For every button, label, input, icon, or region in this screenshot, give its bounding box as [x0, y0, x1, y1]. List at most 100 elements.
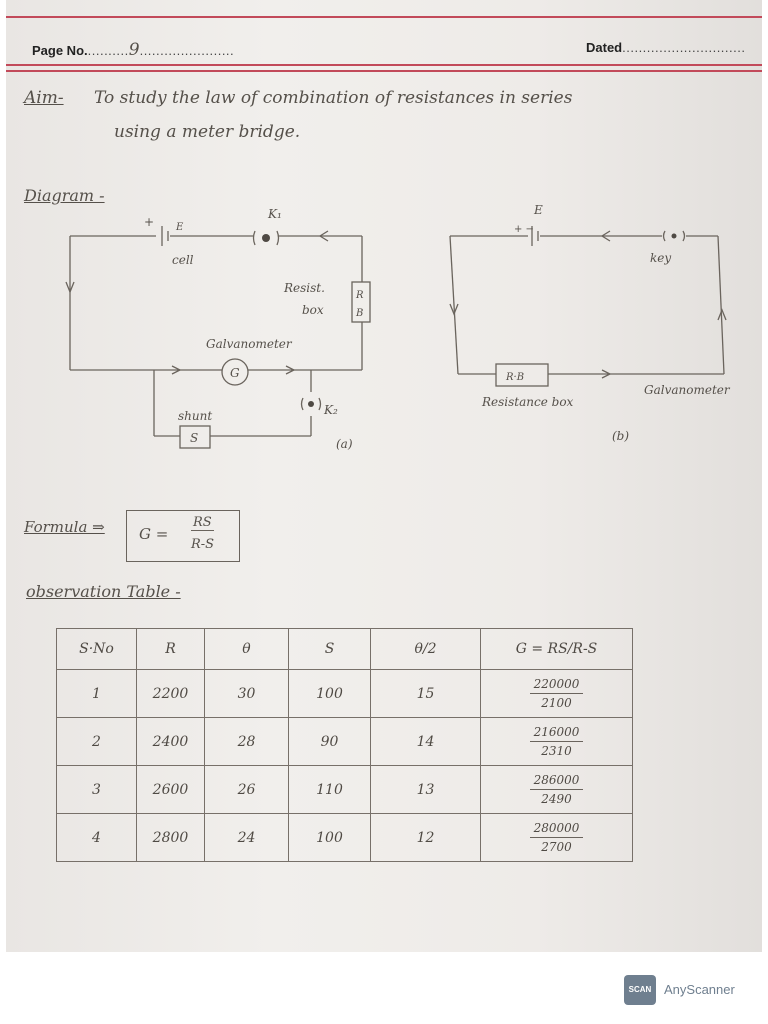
- cell-b-plus-minus: + −: [514, 224, 534, 235]
- arrow-b-left: [449, 303, 459, 316]
- g-denominator: 2310: [541, 743, 572, 758]
- page-number: 9: [128, 40, 140, 60]
- resist-box-b: B: [355, 308, 363, 319]
- col-header-s: S: [288, 628, 371, 670]
- g-denominator: 2700: [541, 839, 572, 854]
- aim-line-1: To study the law of combination of resis…: [94, 88, 573, 108]
- arrow-b-top: [600, 230, 611, 242]
- cell-b-e: E: [533, 203, 543, 217]
- circuit-diagrams: + E cell K₁ Resist. box R B Galvanometer…: [65, 203, 731, 451]
- resist-box-r: R: [355, 290, 364, 301]
- cell-s: 90: [288, 717, 371, 766]
- cell-half-theta: 13: [370, 765, 481, 814]
- galvanometer-a-symbol: [221, 358, 249, 386]
- header-rule-2: [6, 70, 762, 72]
- cell-r: 2400: [136, 717, 205, 766]
- resistance-box-b: [495, 363, 549, 387]
- cell-r: 2800: [136, 813, 205, 862]
- key-k1-brackets: [252, 230, 280, 246]
- anyscanner-label: AnyScanner: [664, 982, 735, 997]
- formula-box: G = RS R-S: [126, 510, 240, 562]
- col-header-sno: S·No: [56, 628, 137, 670]
- col-header-half-theta: θ/2: [370, 628, 481, 670]
- cell-theta: 24: [204, 813, 289, 862]
- cell-a-plus: +: [144, 215, 154, 229]
- cell-s: 110: [288, 765, 371, 814]
- cell-sno: 3: [56, 765, 137, 814]
- circuit-b: E + − key R·B Resistance box Galvanomete…: [449, 203, 731, 443]
- resist-box-label-2: box: [302, 303, 324, 317]
- key-b-label: key: [650, 251, 671, 265]
- formula-denominator: R-S: [191, 537, 215, 552]
- resist-box-label-1: Resist.: [283, 281, 325, 295]
- arrow-a-mid-2: [285, 365, 296, 375]
- notebook-page: Page No...........9.....................…: [6, 0, 762, 952]
- arrow-b-bottom: [601, 369, 612, 379]
- g-numerator: 216000: [529, 725, 584, 742]
- arrow-a-mid-1: [171, 365, 182, 375]
- arrow-a-left: [65, 281, 75, 294]
- caption-a: (a): [336, 437, 353, 451]
- shunt-box: [179, 425, 211, 449]
- circuit-a: + E cell K₁ Resist. box R B Galvanometer…: [65, 207, 371, 451]
- cell-theta: 26: [204, 765, 289, 814]
- cell-half-theta: 15: [370, 669, 481, 718]
- cell-r: 2600: [136, 765, 205, 814]
- cell-half-theta: 14: [370, 717, 481, 766]
- diagram-heading: Diagram -: [24, 186, 105, 205]
- observation-table: S·No R θ S θ/2 G = RS/R-S 1 2200 30 100 …: [56, 628, 633, 862]
- cell-a-e: E: [175, 222, 184, 233]
- cell-s: 100: [288, 813, 371, 862]
- anyscanner-logo-icon: SCAN: [624, 975, 656, 1005]
- cell-s: 100: [288, 669, 371, 718]
- header-rule-1: [6, 64, 762, 66]
- cell-sno: 1: [56, 669, 137, 718]
- resistance-box-b-rb: R·B: [505, 372, 524, 383]
- key-b-brackets: [662, 230, 686, 242]
- galvanometer-b-label: Galvanometer: [644, 383, 731, 397]
- resistance-box-b-label: Resistance box: [481, 395, 574, 409]
- key-k2-label: K₂: [323, 403, 338, 417]
- key-k1-dot: [262, 234, 270, 242]
- g-numerator: 220000: [529, 677, 584, 694]
- dated-field: Dated..............................: [586, 40, 746, 55]
- cell-theta: 28: [204, 717, 289, 766]
- key-k1-label: K₁: [267, 207, 282, 221]
- cell-sno: 4: [56, 813, 137, 862]
- key-b-dot: [671, 233, 677, 239]
- cell-r: 2200: [136, 669, 205, 718]
- top-rule: [6, 16, 762, 18]
- dated-label: Dated: [586, 40, 623, 55]
- aim-label: Aim-: [24, 88, 64, 108]
- col-header-theta: θ: [204, 628, 289, 670]
- g-denominator: 2100: [541, 695, 572, 710]
- g-numerator: 280000: [529, 821, 584, 838]
- formula-label: Formula ⇒: [24, 518, 105, 536]
- caption-b: (b): [612, 429, 629, 443]
- resist-box-a: [351, 281, 371, 323]
- col-header-g: G = RS/R-S: [480, 628, 633, 670]
- formula-g: G =: [139, 525, 169, 543]
- galvanometer-a-g: G: [230, 366, 240, 380]
- aim-line-2: using a meter bridge.: [114, 122, 301, 142]
- key-k2-brackets: [300, 397, 322, 411]
- arrow-b-right: [717, 308, 727, 321]
- col-header-r: R: [136, 628, 205, 670]
- key-k2-dot: [308, 401, 314, 407]
- observation-heading: observation Table -: [26, 582, 181, 601]
- arrow-a-top: [318, 230, 329, 242]
- page-no-label: Page No.: [32, 43, 88, 58]
- cell-theta: 30: [204, 669, 289, 718]
- cell-sno: 2: [56, 717, 137, 766]
- cell-a-label: cell: [172, 253, 194, 267]
- shunt-s: S: [190, 431, 198, 445]
